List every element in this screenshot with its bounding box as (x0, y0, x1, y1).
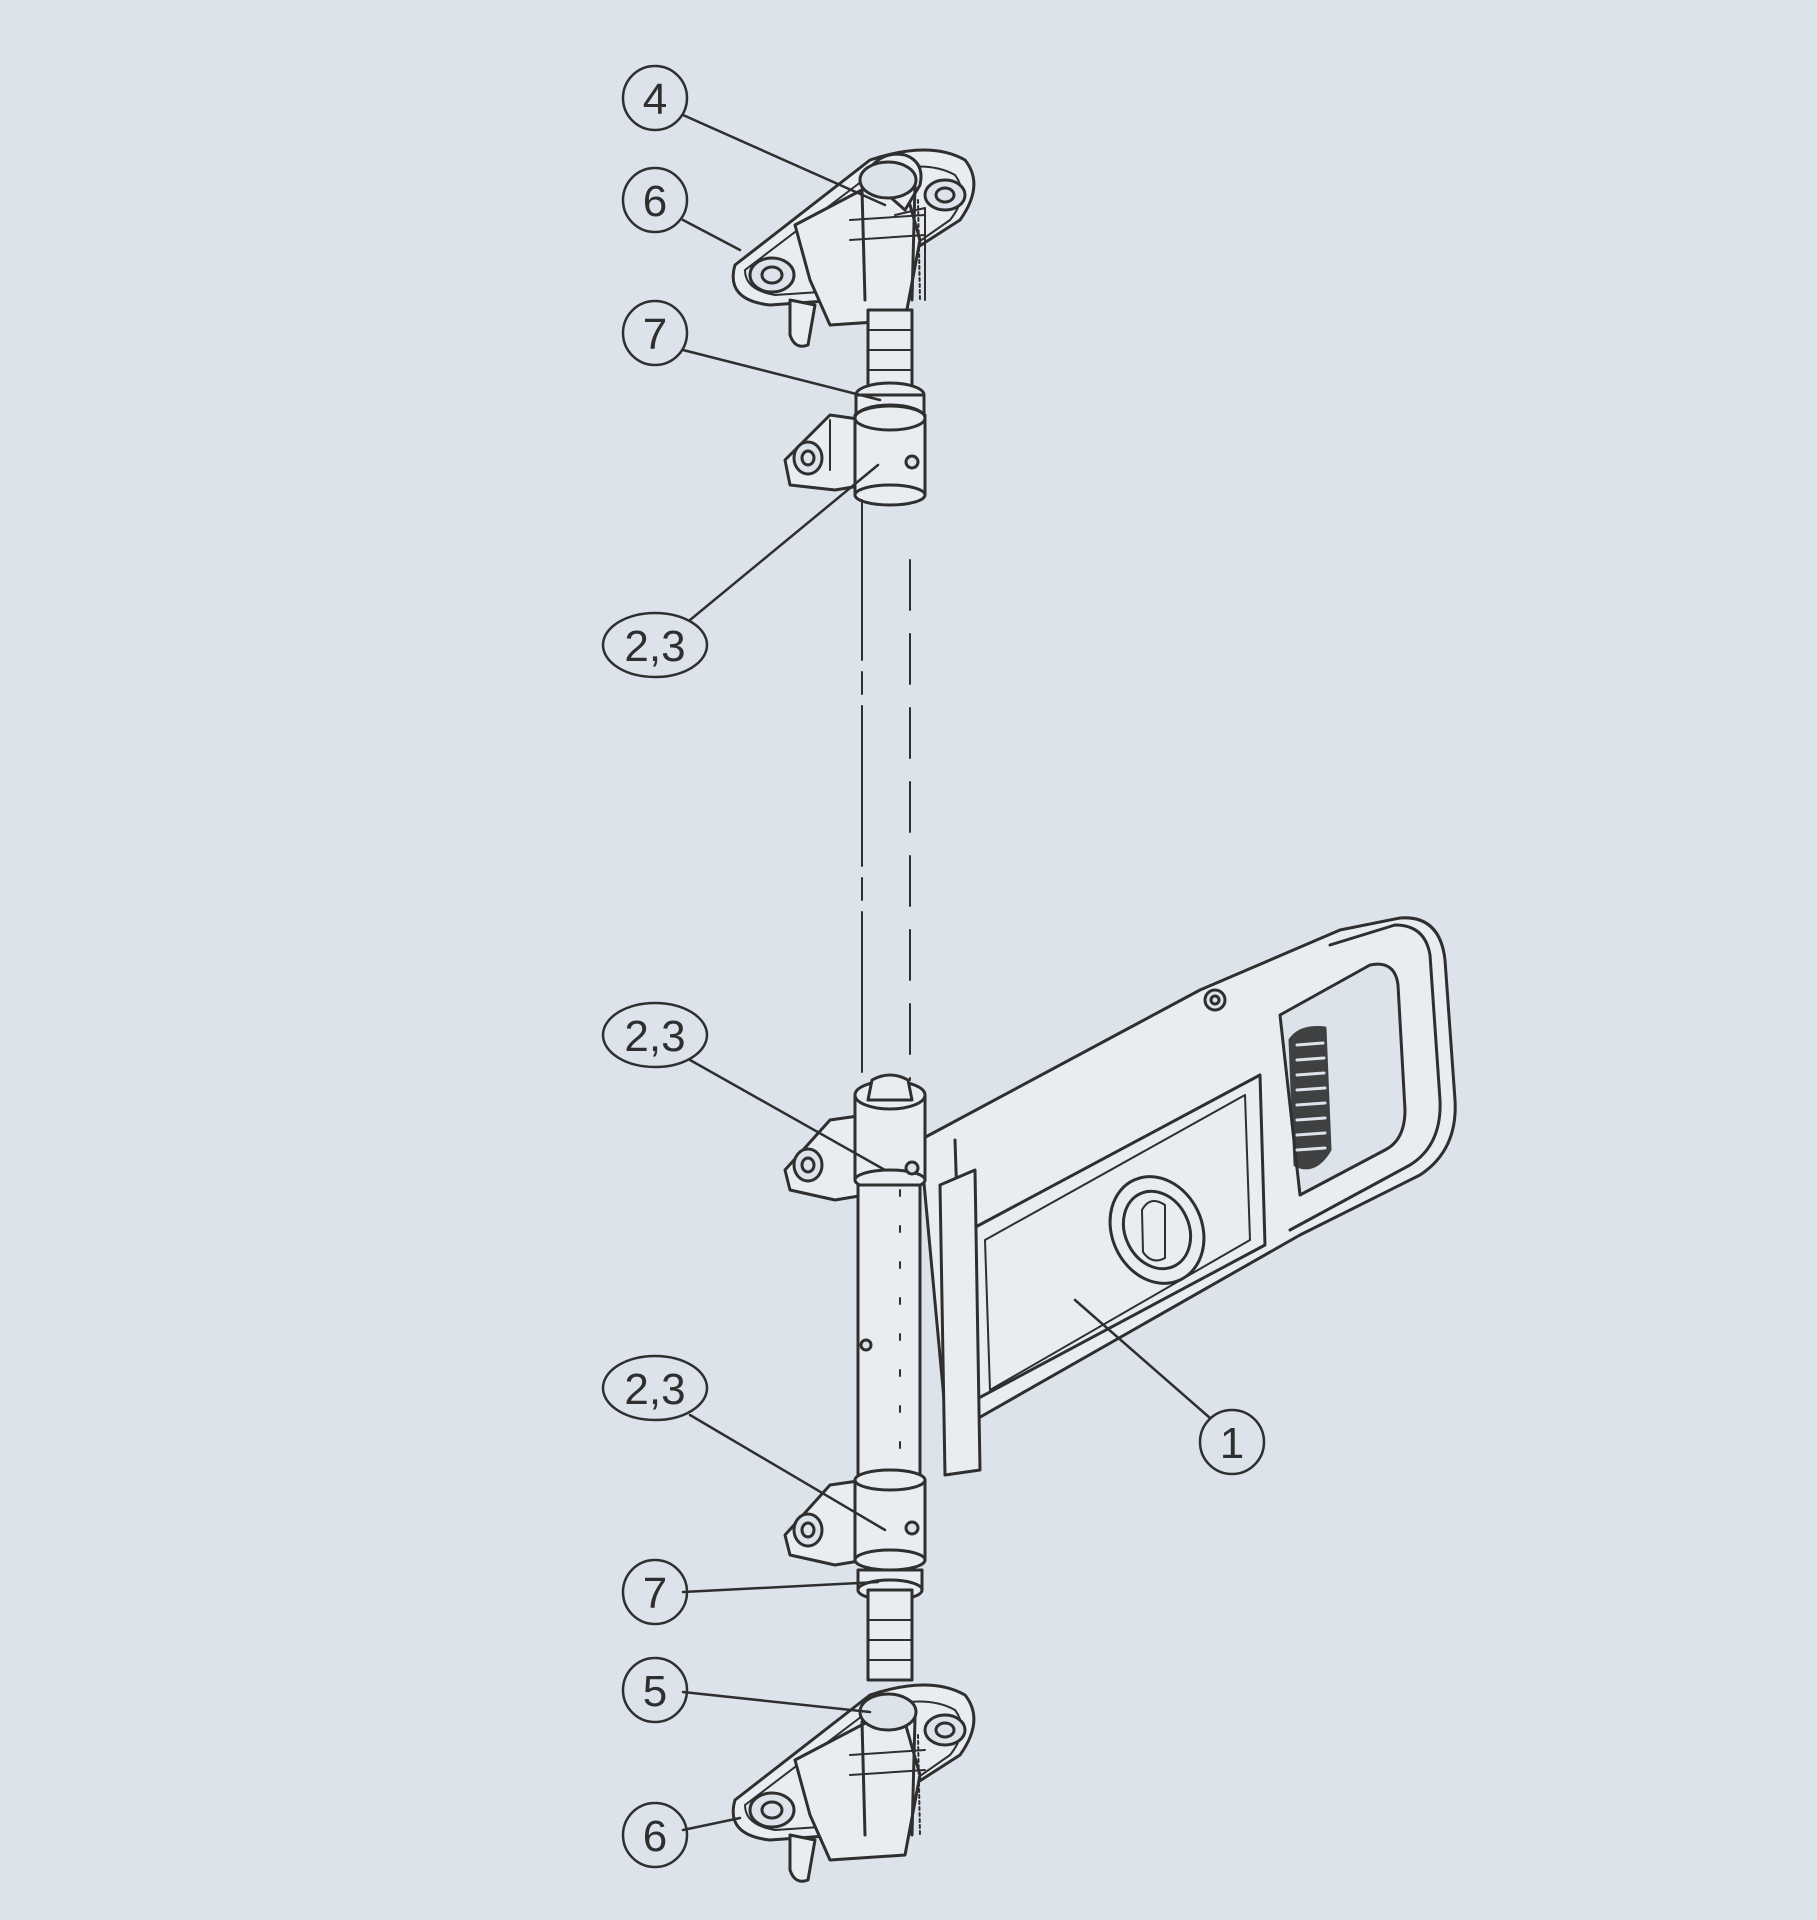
svg-text:5: 5 (643, 1667, 667, 1716)
svg-text:1: 1 (1220, 1419, 1244, 1468)
svg-text:2,3: 2,3 (624, 622, 685, 671)
main-shaft (856, 1183, 922, 1487)
alignment-lines (861, 499, 911, 1081)
lower-shaft (856, 1568, 924, 1682)
callout-7-bottom: 7 (621, 1558, 689, 1626)
leader-lines (681, 113, 1212, 1832)
callout-4: 4 (621, 64, 689, 132)
callout-2-3-middle: 2,3 (601, 1001, 709, 1069)
callout-5: 5 (621, 1656, 689, 1724)
svg-text:2,3: 2,3 (624, 1365, 685, 1414)
callout-6-top: 6 (621, 166, 689, 234)
callout-2-3-lower: 2,3 (601, 1354, 709, 1422)
svg-text:4: 4 (643, 75, 667, 124)
bottom-hinge-bracket (731, 1683, 976, 1883)
svg-text:6: 6 (643, 177, 667, 226)
base-plate (918, 916, 1457, 1477)
svg-text:7: 7 (643, 1569, 667, 1618)
lower-clamp (783, 1468, 927, 1572)
callout-1: 1 (1198, 1408, 1266, 1476)
upper-clamp (783, 404, 927, 507)
callouts: 4 6 7 2,3 2,3 2,3 1 7 (601, 64, 1266, 1869)
svg-text:2,3: 2,3 (624, 1012, 685, 1061)
svg-text:7: 7 (643, 310, 667, 359)
callout-7-top: 7 (621, 299, 689, 367)
top-hinge-bracket (731, 148, 976, 348)
callout-2-3-top: 2,3 (601, 611, 709, 679)
svg-text:6: 6 (643, 1812, 667, 1861)
callout-6-bottom: 6 (621, 1801, 689, 1869)
